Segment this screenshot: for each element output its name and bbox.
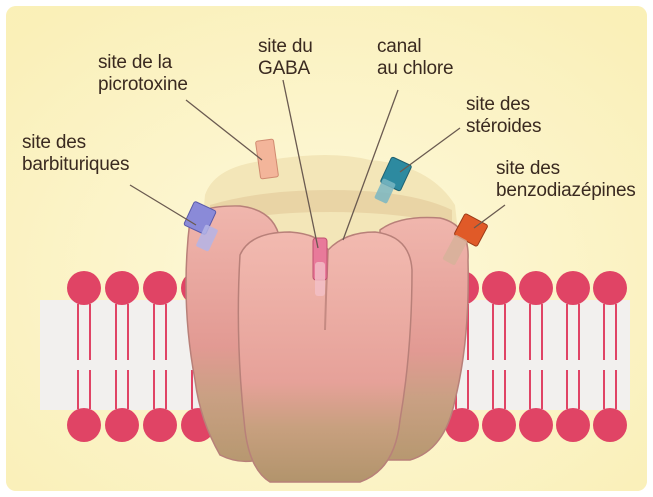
lipid-head — [593, 271, 627, 305]
lipid-head — [105, 271, 139, 305]
label-gaba: site du GABA — [258, 36, 313, 80]
label-steroides: site des stéroides — [466, 94, 541, 138]
lipid-head — [143, 271, 177, 305]
lipid-head — [519, 271, 553, 305]
lipid-head — [482, 408, 516, 442]
label-barbituriques: site des barbituriques — [22, 132, 129, 176]
site-gaba-marker — [313, 238, 327, 296]
lipid-head — [482, 271, 516, 305]
lipid-head — [67, 271, 101, 305]
label-picrotoxine: site de la picrotoxine — [98, 52, 188, 96]
lipid-head — [519, 408, 553, 442]
label-benzodiazepines: site des benzodiazépines — [496, 158, 636, 202]
lipid-head — [143, 408, 177, 442]
lipid-head — [67, 408, 101, 442]
label-canal-chlore: canal au chlore — [377, 36, 453, 80]
lipid-head — [105, 408, 139, 442]
lipid-head — [556, 408, 590, 442]
lipid-head — [556, 271, 590, 305]
lipid-head — [593, 408, 627, 442]
